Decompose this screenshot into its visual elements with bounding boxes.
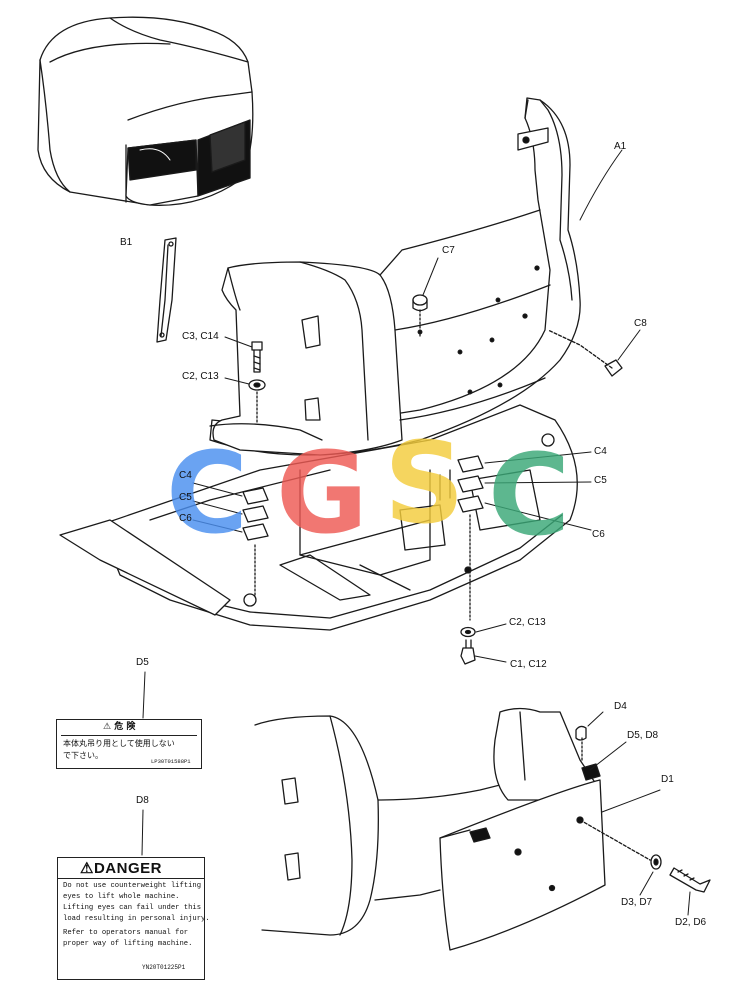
label-d2-d6: D2, D6 bbox=[675, 917, 707, 928]
shim-stack-left bbox=[242, 487, 269, 596]
counterweight-d1-assembly bbox=[254, 707, 711, 951]
label-d8: D8 bbox=[136, 795, 149, 806]
label-d5: D5 bbox=[136, 657, 149, 668]
label-c4-right: C4 bbox=[594, 446, 607, 457]
decal-d5-heading: ⚠ 危 険 bbox=[103, 722, 136, 732]
watermark-letter-2: G bbox=[276, 429, 368, 559]
label-c4-left: C4 bbox=[179, 470, 192, 481]
decal-d5-heading-rule bbox=[61, 735, 197, 736]
label-c6-left: C6 bbox=[179, 513, 192, 524]
label-b1: B1 bbox=[120, 237, 133, 248]
leader-lines bbox=[192, 149, 641, 663]
label-d5-d8: D5, D8 bbox=[627, 730, 659, 741]
bottom-fasteners bbox=[460, 626, 476, 665]
counterweight-a1 bbox=[209, 97, 581, 456]
decal-d5-line-1: 本体丸吊り用として使用しない bbox=[63, 739, 175, 748]
label-c5-left: C5 bbox=[179, 492, 192, 503]
part-b1-bracket bbox=[156, 237, 177, 343]
machine-thumbnail bbox=[37, 16, 254, 206]
label-a1: A1 bbox=[614, 141, 627, 152]
watermark-letter-3: S bbox=[384, 419, 465, 549]
label-d3-d7: D3, D7 bbox=[621, 897, 653, 908]
label-d1: D1 bbox=[661, 774, 674, 785]
decal-d8-header-bar bbox=[58, 858, 204, 879]
decal-d5-line-2: で下さい。 bbox=[63, 751, 103, 760]
label-c6-right: C6 bbox=[592, 529, 605, 540]
shim-stack-right bbox=[457, 455, 484, 621]
decal-d5-code: LP30T01588P1 bbox=[151, 758, 191, 765]
decal-d8-line-4: load resulting in personal injury. bbox=[63, 915, 210, 923]
decal-d8-line-2: eyes to lift whole machine. bbox=[63, 893, 180, 901]
leader-lines-lower bbox=[141, 671, 691, 916]
label-c3-c14: C3, C14 bbox=[182, 331, 219, 342]
decal-d8-line-6: proper way of lifting machine. bbox=[63, 940, 193, 948]
watermark-letter-4: C bbox=[488, 431, 571, 561]
decal-d8-line-3: Lifting eyes can fail under this bbox=[63, 904, 202, 912]
decal-d8-danger: ⚠DANGER Do not use counterweight lifting… bbox=[57, 857, 210, 980]
watermark-letter-1: C bbox=[166, 429, 249, 559]
decal-d8-line-5: Refer to operators manual for bbox=[63, 929, 189, 937]
label-c8: C8 bbox=[634, 318, 647, 329]
decal-d8-line-1: Do not use counterweight lifting bbox=[63, 882, 202, 890]
decal-d8-code: YN20T01225P1 bbox=[142, 964, 186, 971]
decal-d8-heading: ⚠DANGER bbox=[80, 860, 162, 877]
label-d4: D4 bbox=[614, 701, 627, 712]
label-c5-right: C5 bbox=[594, 475, 607, 486]
decal-d5-japanese-warning: ⚠ 危 険 本体丸吊り用として使用しない で下さい。 LP30T01588P1 bbox=[56, 719, 202, 769]
label-c1-c12: C1, C12 bbox=[510, 659, 547, 670]
label-c2-c13-top: C2, C13 bbox=[182, 371, 219, 382]
label-c2-c13-bottom: C2, C13 bbox=[509, 617, 546, 628]
label-c7: C7 bbox=[442, 245, 455, 256]
